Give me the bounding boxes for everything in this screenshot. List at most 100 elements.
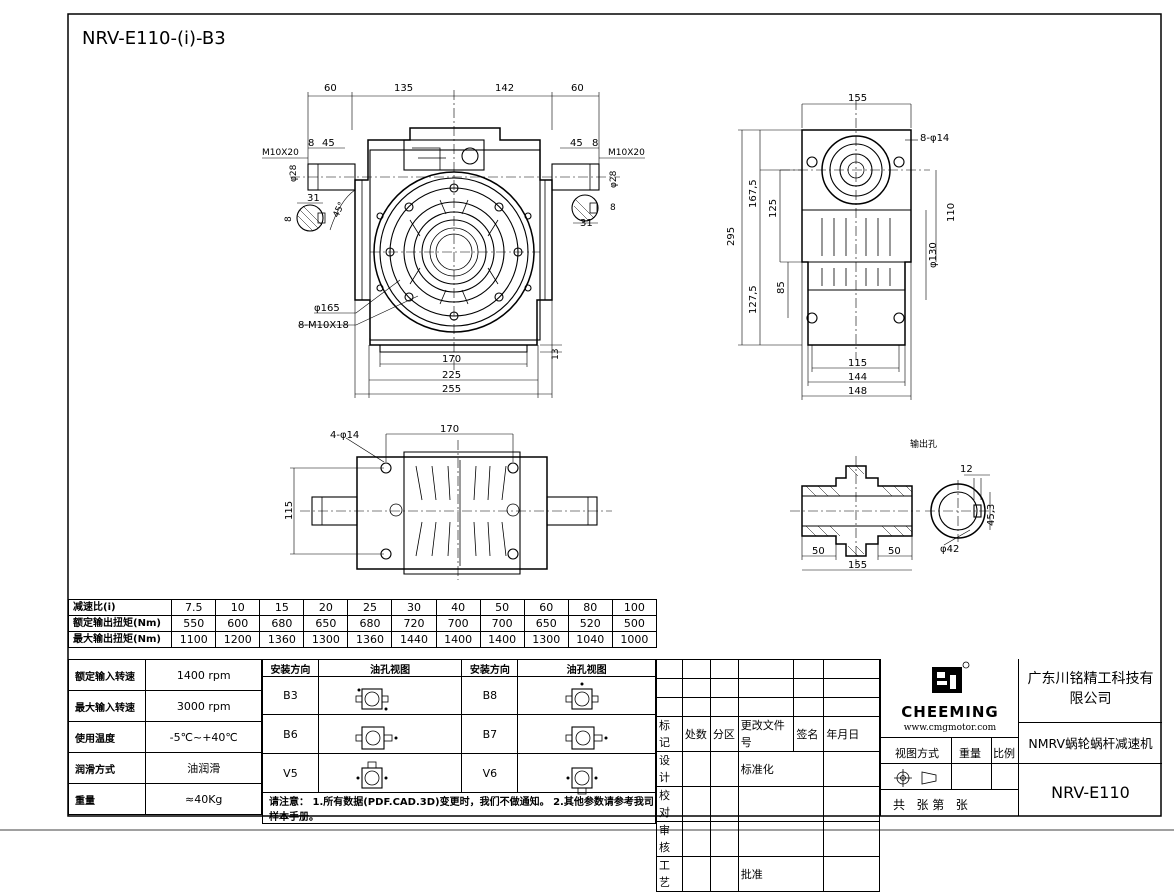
product-name: NMRV蜗轮蜗杆减速机 xyxy=(1028,736,1153,751)
model-number: NRV-E110 xyxy=(1051,783,1130,802)
param-label: 重量 xyxy=(67,783,147,815)
torque-cell: 1360 xyxy=(259,631,305,648)
rev-header: 标记 xyxy=(656,716,683,752)
torque-cell: 1300 xyxy=(303,631,349,648)
dim-key-8-right: 8 xyxy=(610,203,616,213)
max-torque-label: 最大输出扭矩(Nm) xyxy=(67,631,173,648)
ratio-cell: 10 xyxy=(215,599,261,616)
side-dim-148: 148 xyxy=(848,386,867,397)
process-label: 工艺 xyxy=(656,856,683,892)
side-dim-167-5: 167,5 xyxy=(748,179,759,208)
dim-60-left: 60 xyxy=(324,83,337,94)
torque-cell: 720 xyxy=(391,615,437,632)
projection-symbol-icon xyxy=(894,769,937,787)
dim-31-left: 31 xyxy=(307,193,320,204)
torque-cell: 1400 xyxy=(479,631,525,648)
standardize-label: 标准化 xyxy=(737,751,825,787)
dim-170: 170 xyxy=(442,354,461,365)
dim-8-left: 8 xyxy=(308,138,314,149)
torque-cell: 650 xyxy=(303,615,349,632)
dim-60-right: 60 xyxy=(571,83,584,94)
oil-view-header: 油孔视图 xyxy=(317,659,463,677)
param-label: 最大输入转速 xyxy=(67,690,147,722)
hole-dim-phi42: φ42 xyxy=(940,544,959,555)
hole-dim-155: 155 xyxy=(848,560,867,571)
torque-cell: 1300 xyxy=(523,631,569,648)
weight-label: 重量 xyxy=(959,747,981,760)
company-block: 广东川铭精工科技有限公司 NMRV蜗轮蜗杆减速机 NRV-E110 xyxy=(1018,659,1162,816)
rev-header: 分区 xyxy=(709,716,739,752)
torque-cell: 680 xyxy=(347,615,393,632)
side-dim-85: 85 xyxy=(776,281,787,294)
torque-cell: 680 xyxy=(259,615,305,632)
thread-m10x20-right: M10X20 xyxy=(608,148,645,158)
param-value: ≈40Kg xyxy=(145,783,262,815)
ratio-label: 减速比(i) xyxy=(67,599,173,616)
side-dim-8-phi14: 8-φ14 xyxy=(920,133,949,144)
param-label: 额定输入转速 xyxy=(67,659,147,691)
front-view: 60 135 142 60 M10X20 M10X20 8 45 45 8 φ2… xyxy=(262,83,645,398)
dim-45-left: 45 xyxy=(322,138,335,149)
rev-header: 更改文件号 xyxy=(737,716,795,752)
thread-m10x20-left: M10X20 xyxy=(262,148,299,158)
param-label: 润滑方式 xyxy=(67,752,147,784)
ratio-cell: 30 xyxy=(391,599,437,616)
brand-block: CHEEMING www.cmgmotor.com 视图方式 重量 比例 共 张… xyxy=(880,659,1019,816)
company-name: 广东川铭精工科技有限公司 xyxy=(1027,671,1154,707)
dim-142: 142 xyxy=(495,83,514,94)
param-value: 3000 rpm xyxy=(145,690,262,722)
param-value: -5℃~+40℃ xyxy=(145,721,262,753)
param-value: 油润滑 xyxy=(145,752,262,784)
rated-torque-label: 额定输出扭矩(Nm) xyxy=(67,615,173,632)
hole-dim-50-right: 50 xyxy=(888,546,901,557)
rev-header: 年月日 xyxy=(823,716,880,752)
torque-cell: 1200 xyxy=(215,631,261,648)
dim-31-right: 31 xyxy=(580,218,593,229)
torque-cell: 650 xyxy=(523,615,569,632)
mounting-direction-header: 安装方向 xyxy=(262,659,319,677)
torque-cell: 1100 xyxy=(171,631,217,648)
torque-cell: 500 xyxy=(611,615,658,632)
hole-dim-50-left: 50 xyxy=(812,546,825,557)
mounting-b7: B7 xyxy=(461,714,519,754)
ratio-cell: 40 xyxy=(435,599,481,616)
ratio-cell: 60 xyxy=(523,599,569,616)
ratio-cell: 15 xyxy=(259,599,305,616)
design-label: 设计 xyxy=(656,751,683,787)
side-dim-115: 115 xyxy=(848,358,867,369)
oil-view-header: 油孔视图 xyxy=(517,659,656,677)
dim-phi28-right: φ28 xyxy=(609,170,619,188)
dim-8-right: 8 xyxy=(592,138,598,149)
ratio-cell: 7.5 xyxy=(171,599,217,616)
brand-name: CHEEMING xyxy=(901,703,999,721)
revision-table: 标记 处数 分区 更改文件号 签名 年月日 设计标准化 校对 审核 工艺批准 xyxy=(656,659,880,892)
side-view: 155 8-φ14 295 167,5 125 127,5 85 110 φ13… xyxy=(726,93,957,400)
dim-13: 13 xyxy=(551,349,561,360)
side-dim-phi130: φ130 xyxy=(928,242,939,268)
ratio-cell: 80 xyxy=(567,599,613,616)
dim-phi165: φ165 xyxy=(314,303,340,314)
hole-dim-12: 12 xyxy=(960,464,973,475)
ratio-cell: 50 xyxy=(479,599,525,616)
rev-header: 处数 xyxy=(681,716,711,752)
ratio-cell: 20 xyxy=(303,599,349,616)
side-dim-110: 110 xyxy=(946,203,957,222)
torque-cell: 520 xyxy=(567,615,613,632)
torque-cell: 600 xyxy=(215,615,261,632)
mounting-direction-header: 安装方向 xyxy=(461,659,519,677)
bottom-dim-170: 170 xyxy=(440,424,459,435)
output-hole-label: 输出孔 xyxy=(910,438,937,450)
dim-255: 255 xyxy=(442,384,461,395)
torque-cell: 1040 xyxy=(567,631,613,648)
param-label: 使用温度 xyxy=(67,721,147,753)
dim-angle-45: 45° xyxy=(332,201,348,220)
bottom-view: 170 4-φ14 115 xyxy=(284,424,612,580)
scale-label: 比例 xyxy=(993,747,1015,760)
website: www.cmgmotor.com xyxy=(903,723,997,733)
